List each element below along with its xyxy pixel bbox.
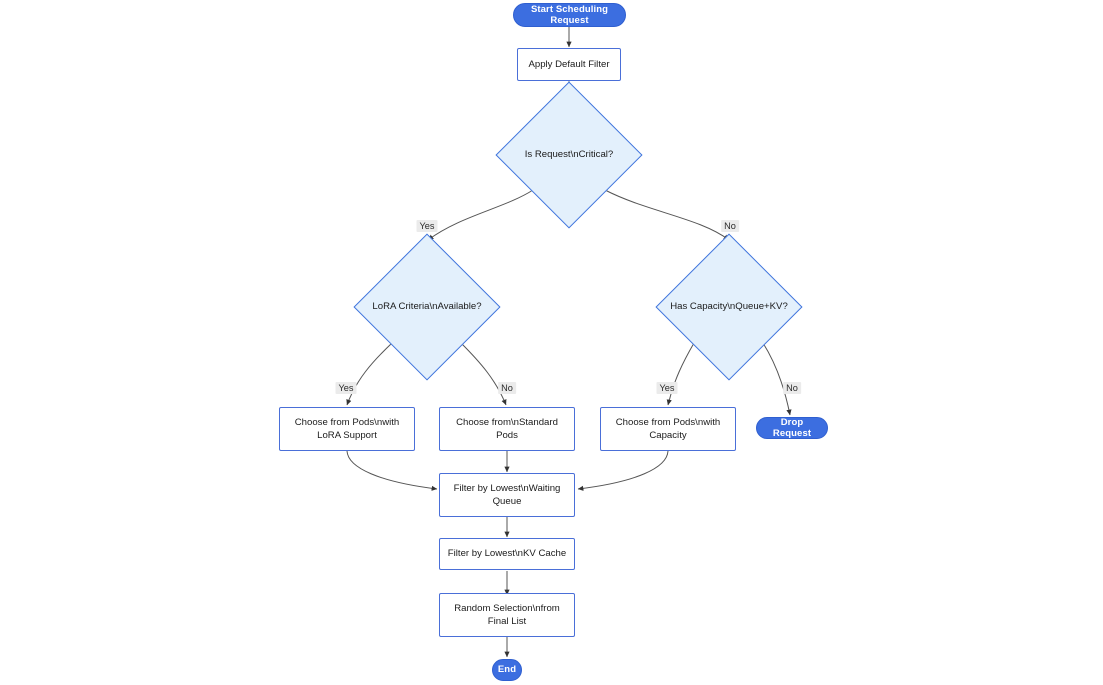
node-choose-standard-pods[interactable]: Choose from\nStandard Pods (439, 407, 575, 451)
edge-label-capacity-yes: Yes (656, 381, 678, 395)
node-drop-request-label: Drop Request (772, 416, 812, 439)
node-end[interactable]: End (492, 659, 522, 681)
edge-label-capacity-no: No (783, 381, 801, 395)
node-apply-default-filter[interactable]: Apply Default Filter (517, 48, 621, 81)
node-choose-lora-pods[interactable]: Choose from Pods\nwith LoRA Support (279, 407, 415, 451)
node-choose-capacity-pods[interactable]: Choose from Pods\nwith Capacity (600, 407, 736, 451)
node-start[interactable]: Start Scheduling Request (513, 3, 626, 27)
edge-label-critical-no: No (721, 219, 739, 233)
node-filter-kv-cache-label: Filter by Lowest\nKV Cache (447, 548, 567, 560)
edge-capacity-pods-to-filter-queue (577, 450, 669, 491)
node-random-selection[interactable]: Random Selection\nfrom Final List (439, 593, 575, 637)
edge-critical-no-to-capacity (604, 189, 730, 241)
node-start-label: Start Scheduling Request (530, 3, 609, 26)
edge-label-lora-no: No (498, 381, 516, 395)
node-random-selection-label-line1: Random Selection\nfrom (454, 602, 560, 614)
node-choose-standard-pods-label-line2: Pods (496, 430, 518, 441)
edge-lora-pods-to-filter-queue (346, 450, 438, 491)
node-drop-request[interactable]: Drop Request (756, 417, 828, 439)
node-has-capacity[interactable]: Has Capacity\nQueue+KV? (655, 233, 803, 381)
node-choose-lora-pods-label-line2: LoRA Support (317, 430, 377, 441)
node-is-request-critical[interactable]: Is Request\nCritical? (495, 81, 643, 229)
node-choose-standard-pods-label-line1: Choose from\nStandard (456, 416, 558, 428)
node-has-capacity-label: Has Capacity\nQueue+KV? (670, 300, 788, 312)
edge-label-critical-yes: Yes (416, 219, 438, 233)
node-filter-waiting-queue-label-line2: Queue (492, 496, 522, 507)
node-choose-capacity-pods-label-line1: Choose from Pods\nwith (615, 416, 721, 428)
node-random-selection-label-line2: Final List (487, 616, 527, 627)
node-filter-kv-cache[interactable]: Filter by Lowest\nKV Cache (439, 538, 575, 570)
node-lora-criteria-available-label: LoRA Criteria\nAvailable? (372, 300, 482, 312)
node-choose-lora-pods-label-line1: Choose from Pods\nwith (294, 416, 400, 428)
node-filter-waiting-queue-label-line1: Filter by Lowest\nWaiting (453, 482, 561, 494)
node-is-request-critical-label: Is Request\nCritical? (524, 148, 614, 160)
edge-label-lora-yes: Yes (335, 381, 357, 395)
node-filter-waiting-queue[interactable]: Filter by Lowest\nWaiting Queue (439, 473, 575, 517)
node-choose-capacity-pods-label-line2: Capacity (649, 430, 687, 441)
node-end-label: End (497, 664, 517, 676)
node-apply-default-filter-label: Apply Default Filter (528, 58, 610, 70)
node-lora-criteria-available[interactable]: LoRA Criteria\nAvailable? (353, 233, 501, 381)
